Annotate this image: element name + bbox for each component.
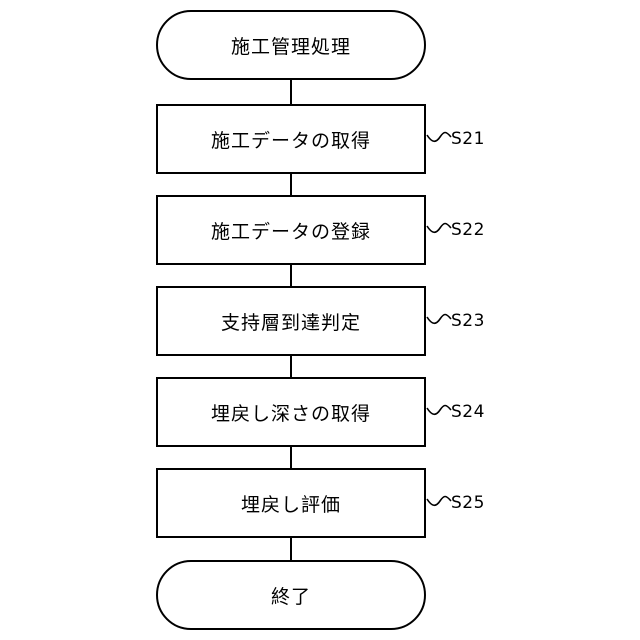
- leader-line-s23: [426, 309, 452, 329]
- end-terminal: 終了: [156, 560, 426, 630]
- step-label-s24: 埋戻し深さの取得: [211, 399, 371, 426]
- process-step-s22: 施工データの登録: [156, 195, 426, 265]
- step-id-s21: S21: [451, 129, 485, 149]
- leader-line-s22: [426, 218, 452, 238]
- start-terminal: 施工管理処理: [156, 10, 426, 80]
- step-label-s22: 施工データの登録: [211, 217, 371, 244]
- connector-s22-s23: [290, 261, 292, 288]
- step-label-s21: 施工データの取得: [211, 126, 371, 153]
- end-label: 終了: [271, 582, 311, 609]
- process-step-s21: 施工データの取得: [156, 104, 426, 174]
- connector-s25-end: [290, 536, 292, 562]
- step-label-s23: 支持層到達判定: [221, 308, 361, 335]
- start-label: 施工管理処理: [231, 32, 351, 59]
- leader-line-s21: [426, 127, 452, 147]
- step-id-s25: S25: [451, 493, 485, 513]
- connector-s24-s25: [290, 444, 292, 470]
- step-id-s24: S24: [451, 402, 485, 422]
- step-label-s25: 埋戻し評価: [241, 490, 341, 517]
- process-step-s25: 埋戻し評価: [156, 468, 426, 538]
- process-step-s24: 埋戻し深さの取得: [156, 377, 426, 447]
- step-id-s23: S23: [451, 311, 485, 331]
- step-id-s22: S22: [451, 220, 485, 240]
- connector-s21-s22: [290, 170, 292, 198]
- leader-line-s25: [426, 491, 452, 511]
- leader-line-s24: [426, 400, 452, 420]
- process-step-s23: 支持層到達判定: [156, 286, 426, 356]
